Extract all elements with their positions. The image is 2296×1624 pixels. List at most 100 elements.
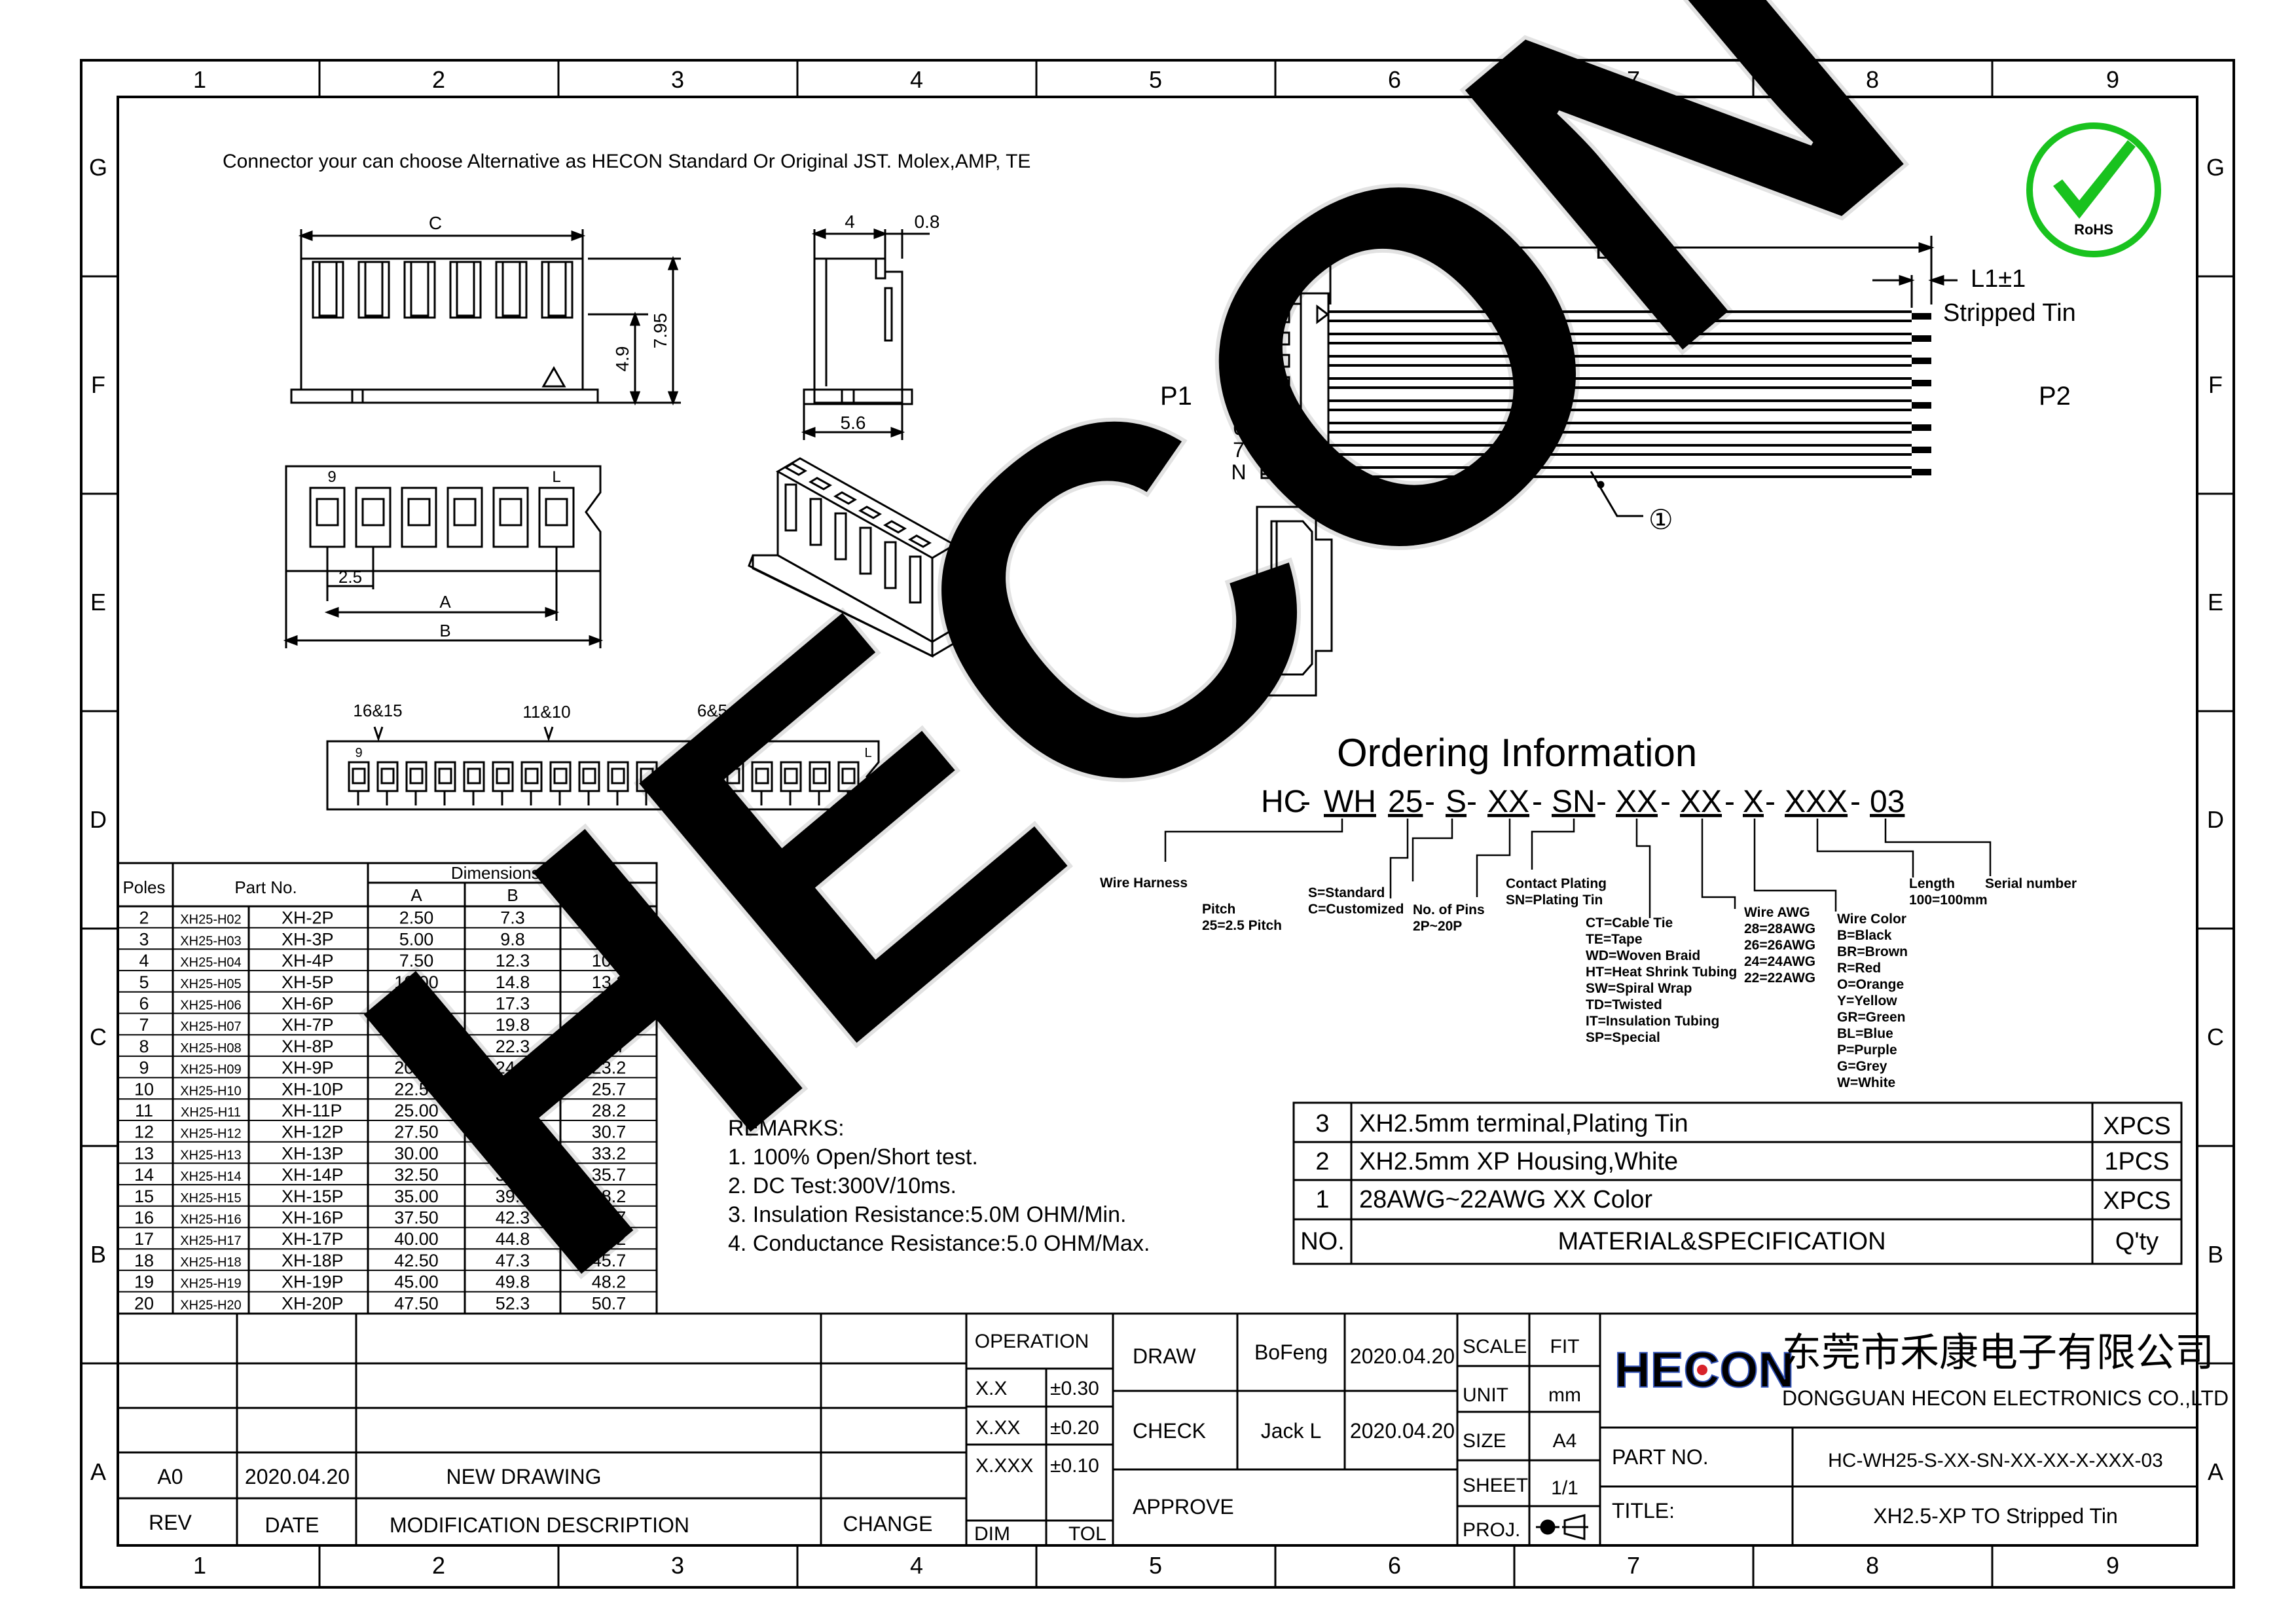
tol-footer-tol: TOL bbox=[1068, 1523, 1106, 1545]
table-header-part: Part No. bbox=[234, 877, 297, 897]
code-sep: - bbox=[1596, 784, 1607, 819]
table-cell: 44.8 bbox=[496, 1229, 530, 1249]
legend-awg: 28=28AWG bbox=[1744, 921, 1815, 936]
table-cell: 15.7 bbox=[592, 994, 627, 1014]
table-cell: 45.7 bbox=[592, 1251, 627, 1270]
code-sep: - bbox=[1850, 784, 1861, 819]
table-cell: XH-16P bbox=[282, 1208, 344, 1228]
sheet-border-inner bbox=[117, 96, 2198, 1547]
company-name-en: DONGGUAN HECON ELECTRONICS CO.,LTD bbox=[1782, 1386, 2229, 1410]
col-label: 6 bbox=[1388, 1552, 1401, 1579]
table-cell: XH-18P bbox=[282, 1251, 344, 1270]
table-cell: 30.7 bbox=[592, 1122, 627, 1142]
table-cell: 8 bbox=[139, 1037, 149, 1056]
table-cell: XH-9P bbox=[282, 1058, 334, 1078]
table-cell: 25.7 bbox=[592, 1079, 627, 1099]
legend-standard: C=Customized bbox=[1308, 902, 1404, 917]
bom-header-spec: MATERIAL&SPECIFICATION bbox=[1558, 1228, 1886, 1255]
row-label: E bbox=[2208, 589, 2223, 616]
legend-color: O=Orange bbox=[1837, 977, 1904, 992]
table-cell: 40.00 bbox=[394, 1229, 439, 1249]
table-header-a: A bbox=[410, 885, 422, 905]
tol-val: ±0.30 bbox=[1050, 1378, 1099, 1399]
legend-color: BR=Brown bbox=[1837, 944, 1908, 959]
table-cell: XH-3P bbox=[282, 929, 334, 949]
table-cell: 43.2 bbox=[592, 1229, 627, 1249]
table-cell: 22.50 bbox=[394, 1079, 439, 1099]
col-label: 1 bbox=[193, 66, 206, 93]
table-cell: 20.00 bbox=[394, 1058, 439, 1078]
code-sep: - bbox=[1300, 784, 1311, 819]
housing-isometric-view bbox=[748, 457, 957, 658]
bom-no: 3 bbox=[1315, 1110, 1329, 1137]
table-cell: 28.2 bbox=[592, 1101, 627, 1120]
table-cell: XH-19P bbox=[282, 1272, 344, 1292]
code-s: S bbox=[1446, 784, 1467, 819]
table-cell: XH-15P bbox=[282, 1187, 344, 1206]
table-cell: 11 bbox=[135, 1101, 153, 1120]
pin-number: 5 bbox=[1233, 394, 1245, 417]
table-cell: 17.3 bbox=[496, 994, 530, 1014]
tol-dim: X.X bbox=[975, 1378, 1007, 1399]
table-cell: 50.7 bbox=[592, 1293, 627, 1313]
housing-bottom-view bbox=[283, 465, 604, 648]
legend-color: BL=Blue bbox=[1837, 1026, 1893, 1041]
table-cell: 39.8 bbox=[496, 1187, 530, 1206]
table-cell: 16 bbox=[134, 1208, 154, 1228]
size-value: A4 bbox=[1553, 1430, 1577, 1452]
unit-label: UNIT bbox=[1463, 1384, 1508, 1406]
table-cell: 40.7 bbox=[592, 1208, 627, 1228]
bom-rows: 3 XH2.5mm terminal,Plating Tin XPCS 2 XH… bbox=[1300, 1110, 2171, 1255]
dim-5-6-label: 5.6 bbox=[841, 413, 866, 433]
bom-no: 1 bbox=[1315, 1186, 1329, 1213]
row-label: G bbox=[2206, 154, 2225, 181]
table-cell: 18.2 bbox=[592, 1015, 627, 1035]
table-cell: 35.7 bbox=[592, 1165, 627, 1185]
housing-front-view bbox=[290, 229, 681, 406]
table-cell: XH-8P bbox=[282, 1037, 334, 1056]
legend-tie: SP=Special bbox=[1586, 1030, 1660, 1045]
rev-desc: NEW DRAWING bbox=[446, 1465, 601, 1488]
table-cell: 34.8 bbox=[496, 1143, 530, 1163]
code-sep: - bbox=[1660, 784, 1671, 819]
alternative-note: Connector your can choose Alternative as… bbox=[223, 151, 1030, 172]
table-cell: 20 bbox=[134, 1293, 154, 1313]
company-logo: HECON bbox=[1614, 1342, 1795, 1399]
bom-no: 2 bbox=[1315, 1148, 1329, 1175]
table-cell: 8.2 bbox=[596, 929, 621, 949]
table-cell: 19.8 bbox=[496, 1015, 530, 1035]
col-label: 3 bbox=[671, 1552, 684, 1579]
table-cell: 38.2 bbox=[592, 1187, 627, 1206]
remarks-title: REMARKS: bbox=[728, 1116, 845, 1141]
code-sep: - bbox=[1532, 784, 1542, 819]
table-cell: XH25-H04 bbox=[180, 955, 241, 970]
table-cell: 47.50 bbox=[394, 1293, 439, 1313]
bottom-pin-last: L bbox=[552, 468, 560, 486]
table-cell: XH25-H02 bbox=[180, 913, 241, 927]
table-header-b: B bbox=[507, 885, 518, 905]
table-cell: XH25-H18 bbox=[180, 1255, 241, 1270]
p2-label: P2 bbox=[2039, 382, 2071, 411]
rev-header-date: DATE bbox=[265, 1513, 319, 1537]
table-cell: XH25-H16 bbox=[180, 1213, 241, 1227]
col-label: 4 bbox=[910, 1552, 923, 1579]
table-cell: 14 bbox=[134, 1165, 154, 1185]
grid-column-labels-top: 1 2 3 4 5 6 7 8 9 bbox=[193, 66, 2119, 93]
dim-0-8-label: 0.8 bbox=[915, 212, 940, 232]
grid-column-labels-bottom: 1 2 3 4 5 6 7 8 9 bbox=[193, 1552, 2119, 1579]
bom-qty: XPCS bbox=[2103, 1113, 2170, 1140]
title-label: TITLE: bbox=[1612, 1499, 1675, 1522]
code-sep: - bbox=[1765, 784, 1776, 819]
table-cell: 22.3 bbox=[496, 1037, 530, 1056]
dim-c-label: C bbox=[429, 213, 442, 233]
row-label: C bbox=[2207, 1024, 2224, 1050]
draw-date: 2020.04.20 bbox=[1350, 1344, 1455, 1368]
legend-awg: Wire AWG bbox=[1744, 905, 1810, 920]
title-value: XH2.5-XP TO Stripped Tin bbox=[1873, 1504, 2118, 1528]
rev-header-change: CHANGE bbox=[843, 1512, 933, 1536]
table-cell: 37.3 bbox=[496, 1165, 530, 1185]
sheet-border-outer bbox=[80, 59, 2235, 1589]
table-cell: XH25-H15 bbox=[180, 1191, 241, 1206]
legend-pins: No. of Pins bbox=[1413, 902, 1485, 917]
row-label: C bbox=[90, 1024, 107, 1050]
